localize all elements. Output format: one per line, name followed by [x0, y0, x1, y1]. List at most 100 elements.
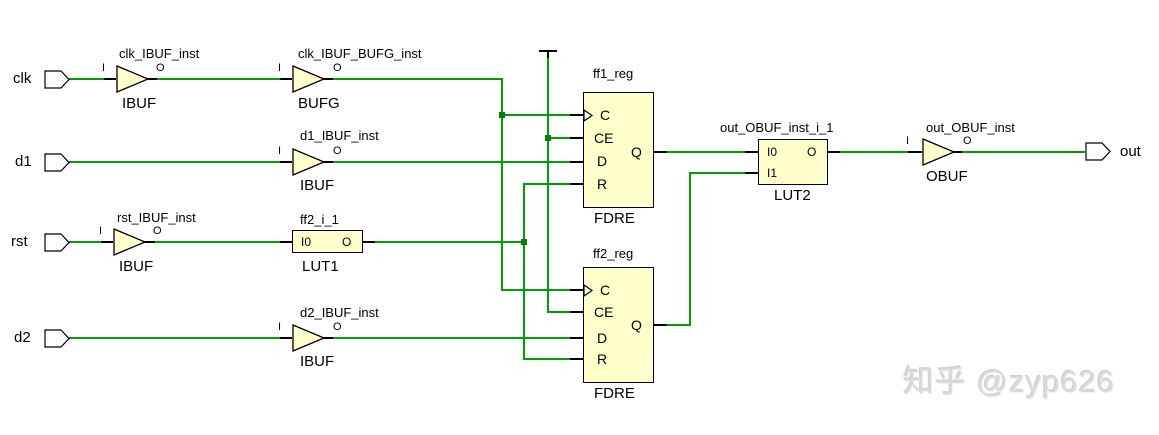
ff2-pin-c-label: C: [600, 282, 611, 298]
ff2-clock-chevron-icon: [583, 283, 594, 298]
port-clk[interactable]: [44, 70, 70, 89]
net-to-ff2-r-segment[interactable]: [523, 358, 570, 360]
ff1-clock-chevron-icon: [583, 108, 594, 123]
bufg-buffer[interactable]: [292, 65, 326, 93]
ff1-instance-label: ff1_reg: [593, 66, 634, 81]
lut1-instance-label: ff2_i_1: [300, 212, 339, 227]
ff1-c-pin: [570, 114, 583, 116]
port-label-d1: d1: [15, 153, 32, 170]
bufg-in-pin: [280, 78, 292, 80]
bufg-pin-i-label: I: [278, 62, 282, 74]
d1-ibuf-type-label: IBUF: [300, 177, 335, 194]
lut1-pin-o-label: O: [342, 235, 352, 249]
ff1-pin-q-label: Q: [631, 144, 642, 160]
net-obuf-out-segment[interactable]: [962, 151, 1085, 153]
vcc-stub: [547, 50, 549, 58]
d1-ibuf-in-pin: [280, 161, 292, 163]
lut1-cell[interactable]: [292, 230, 363, 253]
ff1-d-pin: [570, 161, 583, 163]
rst-ibuf-in-pin: [101, 241, 113, 243]
d2-ibuf-pin-i-label: I: [278, 321, 282, 333]
ff2-pin-ce-label: CE: [594, 304, 614, 320]
obuf-type-label: OBUF: [926, 168, 968, 185]
ff2-ce-pin: [570, 311, 583, 313]
d2-ibuf-pin-o-label: O: [333, 321, 342, 333]
obuf-buffer[interactable]: [922, 138, 956, 166]
d1-ibuf-out-pin: [324, 161, 333, 163]
net-clk-ibuf-segment[interactable]: [157, 78, 280, 80]
net-lut1-out-h-segment[interactable]: [375, 241, 525, 243]
rst-ibuf-type-label: IBUF: [119, 258, 154, 275]
ff1-type-label: FDRE: [594, 210, 635, 227]
net-ff1-q-segment[interactable]: [667, 151, 745, 153]
clk-ibuf-pin-i-label: I: [102, 62, 106, 74]
ff1-pin-c-label: C: [600, 107, 611, 123]
net-clk-port-segment[interactable]: [69, 78, 104, 80]
ff2-pin-r-label: R: [597, 351, 608, 367]
lut2-pin-i1-label: I1: [767, 166, 778, 180]
clk-ibuf-in-pin: [104, 78, 116, 80]
port-d2[interactable]: [44, 329, 70, 348]
port-label-d2: d2: [14, 329, 31, 346]
rst-ibuf-out-pin: [145, 241, 155, 243]
ff1-cell[interactable]: [583, 92, 654, 208]
d2-ibuf-instance-label: d2_IBUF_inst: [300, 305, 379, 320]
d2-ibuf-type-label: IBUF: [300, 353, 335, 370]
net-ff2-q-h-segment[interactable]: [667, 324, 691, 326]
port-rst[interactable]: [44, 233, 70, 252]
clk-ibuf-out-pin: [148, 78, 157, 80]
clk-ibuf-pin-o-label: O: [156, 62, 165, 74]
ff2-c-pin: [570, 289, 583, 291]
ff1-r-pin: [570, 183, 583, 185]
lut2-i0-pin: [745, 151, 758, 153]
ff2-pin-q-label: Q: [631, 317, 642, 333]
obuf-out-pin: [954, 151, 962, 153]
net-rst-port-segment[interactable]: [69, 241, 101, 243]
net-ff2-q-v-segment[interactable]: [689, 172, 691, 326]
net-to-ff1-r-segment[interactable]: [523, 183, 570, 185]
lut1-type-label: LUT1: [302, 258, 339, 275]
clk-ibuf-buffer[interactable]: [116, 65, 150, 93]
net-vcc-to-ff1-ce-segment[interactable]: [547, 137, 570, 139]
bufg-instance-label: clk_IBUF_BUFG_inst: [298, 46, 422, 61]
net-d2-ibuf-segment[interactable]: [333, 337, 570, 339]
rst-ibuf-instance-label: rst_IBUF_inst: [117, 210, 196, 225]
ff1-ce-pin: [570, 137, 583, 139]
rst-ibuf-pin-i-label: I: [99, 225, 103, 237]
d1-ibuf-buffer[interactable]: [292, 148, 326, 176]
lut2-type-label: LUT2: [774, 187, 811, 204]
lut1-i0-pin: [280, 241, 292, 243]
ff1-pin-d-label: D: [597, 153, 608, 169]
watermark: 知乎 @zyp626: [903, 364, 1116, 399]
net-d1-port-segment[interactable]: [69, 161, 280, 163]
port-label-clk: clk: [13, 70, 32, 87]
rst-ibuf-pin-o-label: O: [153, 225, 162, 237]
net-lut1-out-v-segment[interactable]: [523, 183, 525, 360]
net-vcc-to-ff2-ce-segment[interactable]: [547, 311, 570, 313]
net-d2-port-segment[interactable]: [69, 337, 280, 339]
ff2-cell[interactable]: [583, 267, 654, 383]
net-lut2-out-segment[interactable]: [840, 151, 908, 153]
ff2-instance-label: ff2_reg: [593, 246, 634, 261]
port-out[interactable]: [1085, 142, 1111, 161]
net-clk-to-ff2-c-segment[interactable]: [501, 289, 570, 291]
net-clk-bufg-v-segment[interactable]: [501, 78, 503, 291]
lut1-pin-i0-label: I0: [301, 235, 312, 249]
net-ff2-q-to-lut2-segment[interactable]: [689, 172, 745, 174]
lut2-cell[interactable]: [758, 139, 828, 185]
obuf-pin-o-label: O: [963, 135, 972, 147]
lut2-pin-o-label: O: [807, 145, 817, 159]
junction-clk-ff1c: [499, 112, 505, 118]
net-d1-ibuf-segment[interactable]: [333, 161, 570, 163]
d2-ibuf-buffer[interactable]: [292, 324, 326, 352]
net-clk-to-ff1-c-segment[interactable]: [501, 114, 570, 116]
rst-ibuf-buffer[interactable]: [113, 228, 147, 256]
net-rst-ibuf-segment[interactable]: [155, 241, 280, 243]
net-clk-bufg-h-segment[interactable]: [333, 78, 503, 80]
lut2-i1-pin: [745, 172, 758, 174]
ff2-pin-d-label: D: [597, 330, 608, 346]
lut2-pin-i0-label: I0: [767, 145, 778, 159]
d1-ibuf-instance-label: d1_IBUF_inst: [300, 128, 379, 143]
clk-ibuf-instance-label: clk_IBUF_inst: [119, 46, 200, 61]
port-d1[interactable]: [44, 153, 70, 172]
